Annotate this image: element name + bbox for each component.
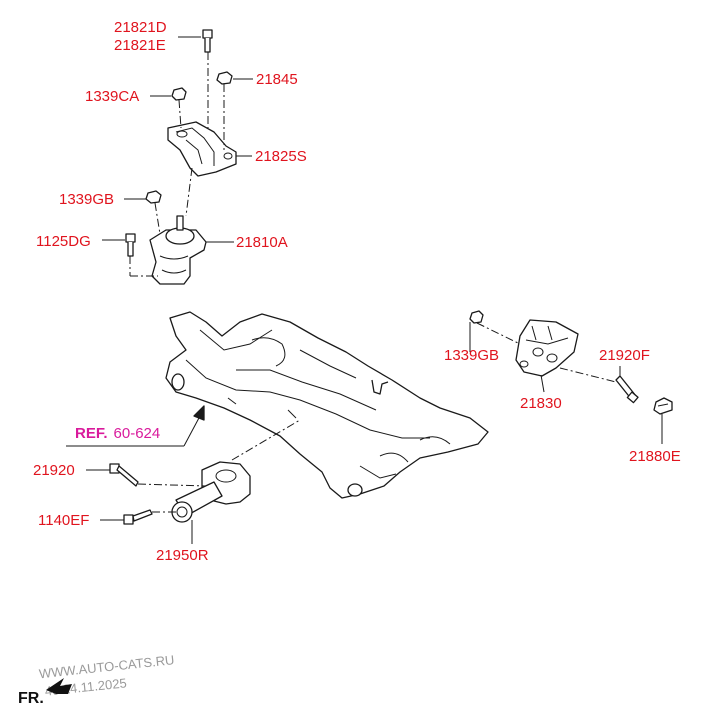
nut-1339ca — [171, 87, 187, 101]
nut-1339gb-left — [145, 190, 162, 204]
nut-21845 — [216, 71, 233, 85]
assembly-lines — [129, 52, 617, 513]
front-label: FR. — [18, 690, 44, 707]
label-1125dg: 1125DG — [36, 233, 91, 250]
bolt-1140ef — [123, 509, 153, 525]
clip-21880e — [653, 397, 673, 415]
label-1339gb-right: 1339GB — [444, 347, 499, 364]
label-21821d: 21821D — [114, 19, 167, 36]
label-21950r: 21950R — [156, 547, 209, 564]
label-21825s: 21825S — [255, 148, 307, 165]
bolt-21920f — [615, 375, 639, 404]
label-21920: 21920 — [33, 462, 75, 479]
label-21920f: 21920F — [599, 347, 650, 364]
bolt-21821 — [202, 29, 213, 53]
engine-mount-bracket — [167, 121, 237, 177]
label-21845: 21845 — [256, 71, 298, 88]
nut-1339gb-right — [469, 310, 484, 324]
label-21821e: 21821E — [114, 37, 166, 54]
transmission-bracket — [515, 319, 579, 377]
label-21880e: 21880E — [629, 448, 681, 465]
label-21810a: 21810A — [236, 234, 288, 251]
bolt-1125dg — [125, 233, 136, 257]
subframe — [165, 311, 489, 499]
front-indicator: FR. — [18, 678, 72, 707]
bolt-21920 — [109, 463, 139, 487]
reference-link[interactable]: REF. 60-624 — [75, 425, 160, 442]
front-arrow-icon — [46, 678, 72, 694]
label-1140ef: 1140EF — [38, 512, 89, 529]
svg-text:REF. 60-624: REF. 60-624 — [75, 425, 160, 442]
roll-rod — [171, 461, 251, 523]
reference-prefix: REF. — [75, 425, 108, 442]
leader-lines — [66, 36, 663, 544]
reference-number: 60-624 — [114, 425, 161, 442]
label-1339ca: 1339CA — [85, 88, 139, 105]
label-21830: 21830 — [520, 395, 562, 412]
engine-mount — [149, 215, 207, 285]
label-1339gb-left: 1339GB — [59, 191, 114, 208]
